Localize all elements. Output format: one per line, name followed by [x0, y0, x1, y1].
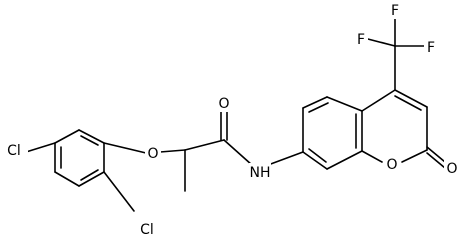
amide-oxygen-label: O [218, 96, 229, 112]
pyranone-ring [361, 89, 428, 163]
fluorine-label-right: F [427, 40, 435, 56]
chlorine-label-top: Cl [7, 143, 21, 159]
lactone-double-bond-a [426, 146, 446, 163]
cl-bottom-bond [103, 171, 135, 212]
cf-left-bond [363, 37, 396, 47]
chlorine-label-bottom: Cl [140, 222, 154, 237]
ether-oxygen-label: O [147, 146, 158, 162]
fluorine-label-left: F [357, 32, 365, 48]
carbonyl-n-bond [223, 139, 253, 166]
n-coumarin-bond [267, 151, 304, 166]
o-ch-bond [159, 149, 186, 153]
cl-top-bond [25, 142, 56, 153]
amide-nh-label: NH [250, 165, 271, 181]
ring-o-bond [103, 142, 147, 154]
dichlorophenyl-ring [54, 129, 105, 187]
lactone-double-bond-b [426, 152, 446, 169]
coumarin-benzo-ring [302, 96, 363, 170]
ch-carbonyl-bond [184, 139, 225, 151]
fluorine-label-top: F [391, 3, 399, 19]
lactone-oxygen-label: O [446, 161, 457, 177]
ring-oxygen-label: O [386, 157, 397, 173]
